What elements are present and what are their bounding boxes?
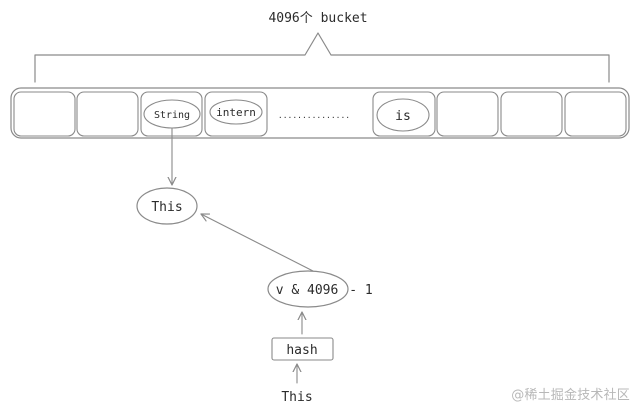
bottom-this-label: This bbox=[281, 390, 312, 405]
bucket-cell-8 bbox=[500, 91, 563, 137]
bucket-cell-1 bbox=[13, 91, 76, 137]
is-label: is bbox=[395, 109, 411, 124]
bucket-title: 4096个 bucket bbox=[268, 11, 367, 26]
expression-node-label: v & 4096 bbox=[276, 283, 339, 298]
expression-node bbox=[267, 270, 349, 308]
string-label: String bbox=[154, 110, 190, 121]
expression-to-this-arrow bbox=[201, 214, 314, 272]
bucket-cell-7 bbox=[436, 91, 499, 137]
hash-node bbox=[271, 337, 334, 361]
hash-node-label: hash bbox=[286, 343, 317, 358]
intern-entry bbox=[209, 99, 263, 125]
source-watermark: @稀土掘金技术社区 bbox=[511, 388, 630, 403]
expression-suffix: - 1 bbox=[349, 283, 372, 298]
bucket-cell-9 bbox=[564, 91, 627, 137]
bucket-array-container bbox=[10, 87, 630, 139]
bucket-cell-intern bbox=[204, 91, 268, 137]
bucket-ellipsis: ............... bbox=[278, 111, 350, 120]
is-entry bbox=[376, 98, 430, 132]
this-node bbox=[136, 187, 198, 225]
this-node-label: This bbox=[151, 200, 182, 215]
intern-label: intern bbox=[216, 106, 256, 119]
bucket-cell-2 bbox=[76, 91, 139, 137]
bucket-range-bracket bbox=[34, 32, 610, 83]
